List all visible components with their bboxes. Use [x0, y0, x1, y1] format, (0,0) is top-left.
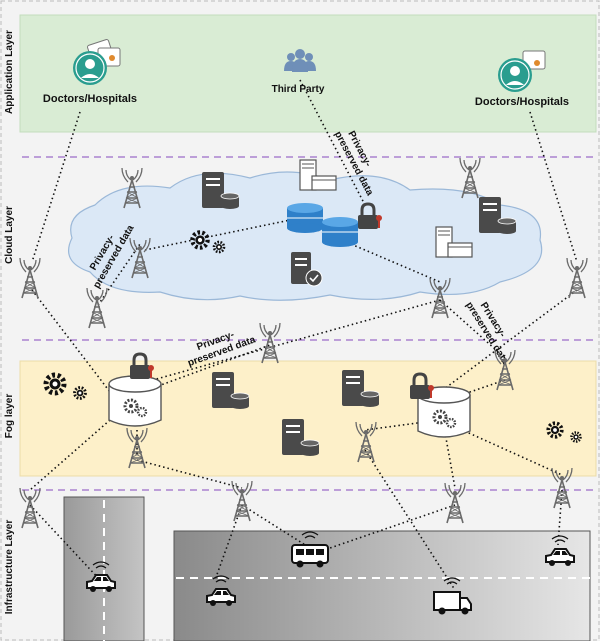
- third-party-label: Third Party: [272, 84, 325, 95]
- road-horizontal: [173, 530, 591, 641]
- cloud-shape: [68, 171, 543, 301]
- doctors-hospitals-left-label: Doctors/Hospitals: [43, 93, 137, 105]
- secure-server-icon-cloud: [291, 252, 323, 287]
- fog-layer-label: Fog layer: [4, 394, 15, 439]
- doctors-hospitals-right-label: Doctors/Hospitals: [475, 96, 569, 108]
- database-icon-cloud: [287, 203, 358, 247]
- third-party-icon: [284, 49, 316, 72]
- fog-node-left: [107, 374, 163, 428]
- infrastructure-layer-label: Infrastructure Layer: [4, 520, 15, 615]
- doctor-icon-right: [498, 50, 546, 92]
- doctor-icon-left: [73, 39, 121, 85]
- cloud-layer-label: Cloud Layer: [4, 206, 15, 264]
- application-layer-label: Application Layer: [4, 30, 15, 114]
